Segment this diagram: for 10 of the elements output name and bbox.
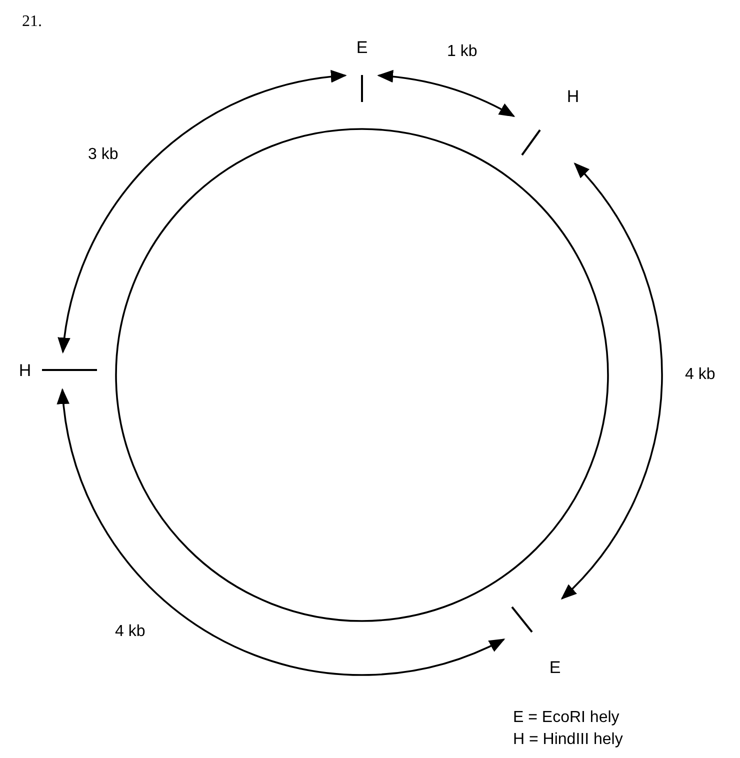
double-arrow xyxy=(58,388,506,676)
site-letter: H xyxy=(18,362,32,380)
double-arrow xyxy=(58,70,347,354)
double-arrow xyxy=(560,162,663,600)
double-arrow xyxy=(377,70,516,117)
site-letter: H xyxy=(566,88,580,106)
site-letter: E xyxy=(355,39,369,57)
site-letter: E xyxy=(548,659,562,677)
legend-text: E = EcoRI hely xyxy=(513,708,620,728)
legend-text: H = HindIII hely xyxy=(513,730,623,750)
